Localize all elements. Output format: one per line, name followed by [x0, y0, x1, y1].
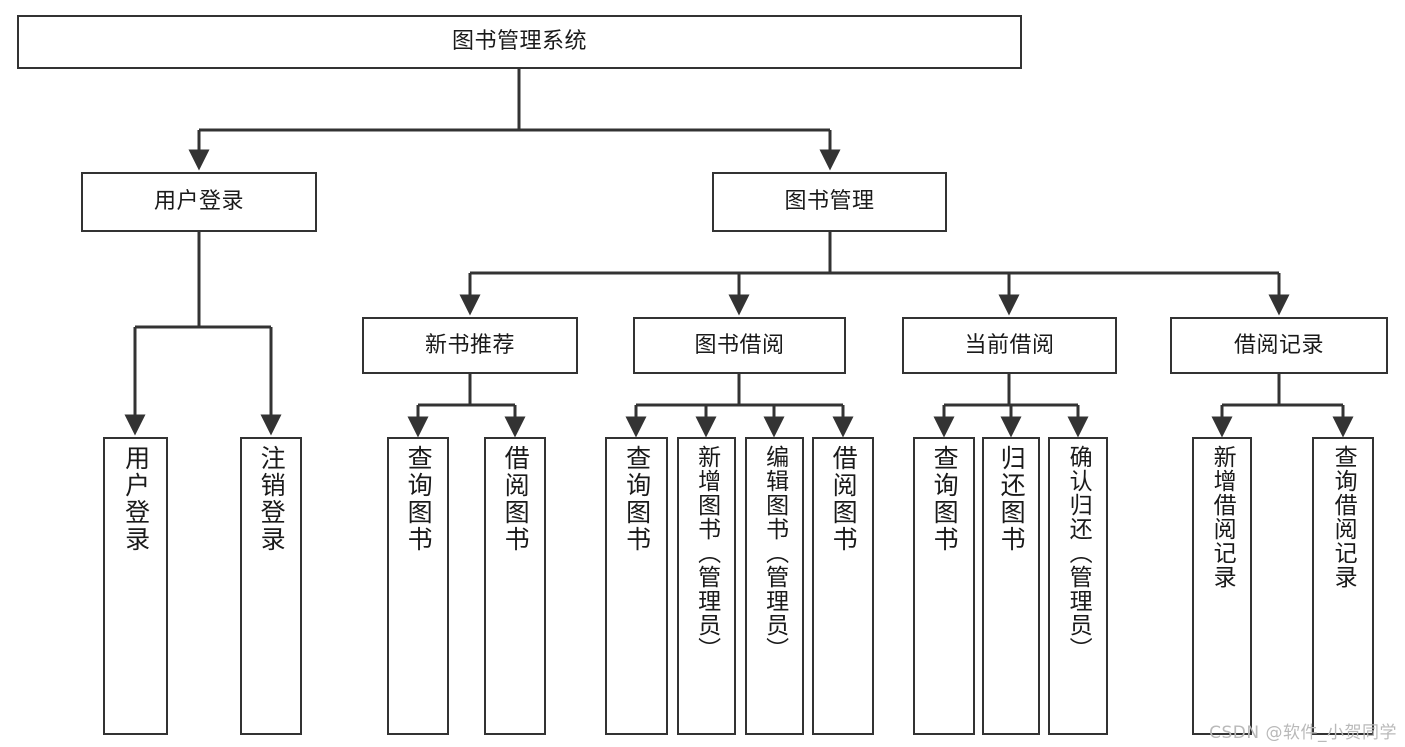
node-leaf-logout[interactable]: 注销登录	[240, 437, 302, 735]
node-label: 查询图书	[404, 445, 434, 553]
node-label: 图书管理系统	[451, 29, 587, 54]
node-label: 确认归还（管理员）	[1065, 445, 1092, 661]
node-leaf-query-book-recommend[interactable]: 查询图书	[387, 437, 449, 735]
node-level2-book-management[interactable]: 图书管理	[712, 172, 947, 232]
node-label: 用户登录	[153, 189, 244, 214]
node-leaf-borrow-book-recommend[interactable]: 借阅图书	[484, 437, 546, 735]
node-level3-new-book-recommend[interactable]: 新书推荐	[362, 317, 578, 374]
node-label: 查询图书	[930, 445, 960, 553]
node-label: 新书推荐	[424, 332, 515, 358]
node-label: 新增借阅记录	[1209, 445, 1236, 589]
node-leaf-add-borrow-record[interactable]: 新增借阅记录	[1192, 437, 1252, 735]
node-label: 借阅图书	[829, 445, 859, 553]
node-level3-borrow-record[interactable]: 借阅记录	[1170, 317, 1388, 374]
node-label: 图书借阅	[694, 332, 785, 358]
node-level2-user-login[interactable]: 用户登录	[81, 172, 317, 232]
node-leaf-add-book-admin[interactable]: 新增图书（管理员）	[677, 437, 736, 735]
node-label: 借阅记录	[1233, 332, 1324, 358]
node-leaf-query-book-borrow[interactable]: 查询图书	[605, 437, 668, 735]
node-label: 编辑图书（管理员）	[761, 445, 788, 661]
node-level3-current-borrow[interactable]: 当前借阅	[902, 317, 1117, 374]
node-leaf-query-book-current[interactable]: 查询图书	[913, 437, 975, 735]
node-leaf-return-book[interactable]: 归还图书	[982, 437, 1040, 735]
node-label: 注销登录	[257, 445, 287, 553]
node-label: 用户登录	[121, 445, 151, 553]
node-leaf-query-borrow-record[interactable]: 查询借阅记录	[1312, 437, 1374, 735]
node-leaf-user-login[interactable]: 用户登录	[103, 437, 168, 735]
node-label: 查询借阅记录	[1330, 445, 1357, 589]
watermark: CSDN @软件_小贺同学	[1209, 723, 1397, 743]
node-level3-book-borrow[interactable]: 图书借阅	[633, 317, 846, 374]
node-label: 图书管理	[784, 189, 875, 214]
node-root[interactable]: 图书管理系统	[17, 15, 1022, 69]
node-leaf-borrow-book[interactable]: 借阅图书	[812, 437, 874, 735]
node-label: 归还图书	[997, 445, 1027, 553]
node-label: 查询图书	[622, 445, 652, 553]
node-leaf-edit-book-admin[interactable]: 编辑图书（管理员）	[745, 437, 804, 735]
node-leaf-confirm-return-admin[interactable]: 确认归还（管理员）	[1048, 437, 1108, 735]
node-label: 借阅图书	[501, 445, 531, 553]
node-label: 当前借阅	[964, 332, 1055, 358]
node-label: 新增图书（管理员）	[693, 445, 720, 661]
